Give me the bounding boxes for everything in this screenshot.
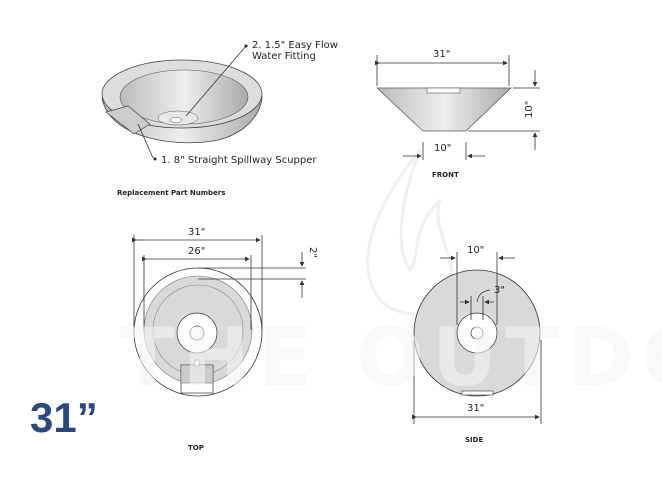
side-diameter-dim: 31" — [467, 403, 484, 414]
front-width-dim: 31" — [433, 49, 450, 60]
top-outer-dim: 31" — [188, 227, 205, 238]
iso-view: 2. 1.5" Easy Flow Water Fitting 1. 8" St… — [101, 40, 338, 197]
callout-scupper: 1. 8" Straight Spillway Scupper — [161, 155, 317, 166]
top-inner-dim: 26" — [188, 246, 205, 257]
top-rim-dim: 2" — [307, 247, 318, 258]
front-height-dim: 10" — [524, 101, 535, 118]
iso-caption: Replacement Part Numbers — [117, 189, 225, 197]
callout-water-fitting-line2: Water Fitting — [252, 51, 316, 62]
callout-water-fitting: 2. 1.5" Easy Flow — [252, 40, 338, 51]
flame-watermark-icon — [366, 149, 454, 316]
side-center-dim: 10" — [467, 245, 484, 256]
top-caption: TOP — [188, 444, 204, 452]
front-view: 31" 10" 10" FRONT — [375, 49, 540, 179]
side-view: 10" 3" 31" SIDE — [412, 245, 542, 444]
top-view: 31" 26" 2" TOP — [132, 227, 318, 452]
side-hole-dim: 3" — [494, 285, 505, 296]
watermark: THE OUTDOOR — [120, 311, 662, 404]
front-base-dim: 10" — [434, 143, 451, 154]
side-caption: SIDE — [465, 436, 483, 444]
front-caption: FRONT — [432, 171, 459, 179]
size-label: 31” — [30, 394, 98, 441]
